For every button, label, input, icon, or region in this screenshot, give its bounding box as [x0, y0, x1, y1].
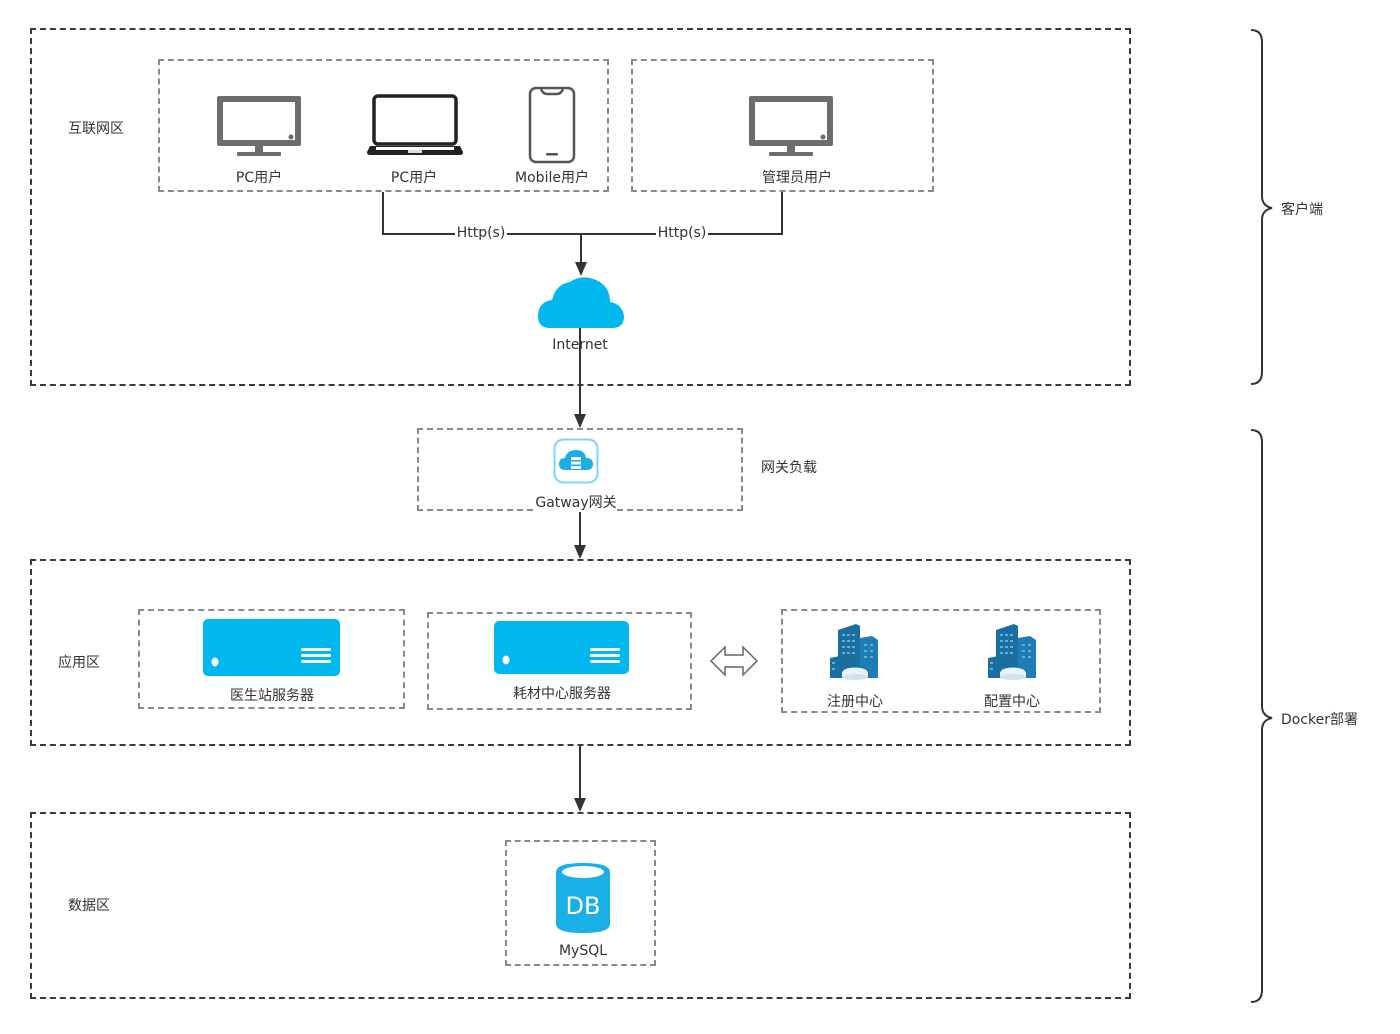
connector-user-devices — [382, 192, 455, 235]
bidirectional-arrow-icon — [709, 645, 759, 677]
application-zone — [30, 559, 1131, 746]
admin-user-label: 管理员用户 — [762, 170, 832, 186]
pc-user-label-2: PC用户 — [390, 170, 438, 186]
http-label-left: Http(s) — [456, 225, 506, 241]
docker-bracket-label: Docker部署 — [1281, 712, 1359, 728]
arrow-head-app — [574, 545, 586, 559]
mobile-phone-icon[interactable] — [527, 86, 577, 164]
connector-admin — [708, 192, 783, 235]
database-icon[interactable]: DB — [555, 862, 611, 934]
database-group — [505, 840, 656, 966]
building-router-icon[interactable] — [828, 622, 880, 682]
pc-user-label: PC用户 — [235, 170, 283, 186]
db-icon-text: DB — [566, 892, 601, 920]
admin-group — [631, 59, 934, 192]
consumables-server-group — [427, 612, 692, 710]
internet-zone-label: 互联网区 — [68, 121, 124, 137]
application-zone-label: 应用区 — [58, 655, 100, 671]
registry-config-group — [781, 609, 1101, 713]
building-router-icon-2[interactable] — [986, 622, 1038, 682]
laptop-icon[interactable] — [366, 94, 464, 158]
doctor-server-group — [138, 609, 405, 709]
user-devices-group — [158, 59, 609, 192]
data-zone-label: 数据区 — [68, 898, 110, 914]
config-center-label: 配置中心 — [984, 694, 1040, 710]
mysql-label: MySQL — [558, 943, 608, 959]
gateway-cloud-server-icon[interactable] — [553, 438, 599, 484]
mobile-user-label: Mobile用户 — [515, 170, 589, 186]
docker-brace — [1250, 429, 1273, 1003]
client-bracket-label: 客户端 — [1281, 202, 1323, 218]
cloud-icon[interactable] — [536, 274, 626, 330]
server-icon-2[interactable] — [494, 621, 629, 674]
doctor-server-label: 医生站服务器 — [230, 688, 314, 704]
arrow-head-internet — [575, 262, 587, 276]
admin-monitor-icon[interactable] — [747, 94, 835, 158]
client-brace — [1250, 29, 1273, 385]
arrow-head-gateway — [574, 414, 586, 428]
server-icon[interactable] — [203, 619, 340, 676]
gateway-label: Gatway网关 — [535, 492, 617, 512]
registry-center-label: 注册中心 — [827, 694, 883, 710]
arrow-head-data — [574, 798, 586, 812]
data-zone — [30, 812, 1131, 999]
consumables-server-label: 耗材中心服务器 — [513, 686, 611, 702]
monitor-icon[interactable] — [215, 94, 303, 158]
http-label-right: Http(s) — [657, 225, 707, 241]
gateway-load-label: 网关负载 — [761, 460, 817, 476]
internet-label: Internet — [552, 337, 608, 353]
